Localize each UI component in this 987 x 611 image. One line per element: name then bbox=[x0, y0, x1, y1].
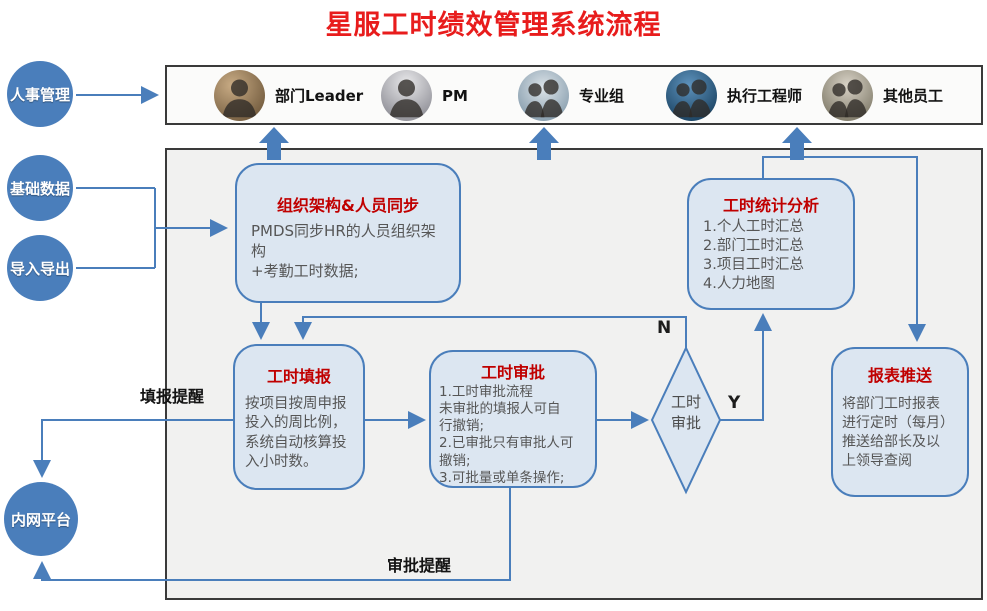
node-body: 按项目按周申报 投入的周比例， 系统自动核算投 入小时数。 bbox=[245, 396, 347, 470]
node-body: PMDS同步HR的人员组织架构 +考勤工时数据; bbox=[251, 222, 436, 280]
role-other-staff: 其他员工 bbox=[822, 70, 943, 121]
connector-lines bbox=[33, 86, 926, 581]
decision-diamond bbox=[650, 345, 722, 495]
person-photo-icon bbox=[214, 70, 265, 121]
node-body: 将部门工时报表 进行定时（每月） 推送给部长及以 上领导查阅 bbox=[842, 396, 954, 469]
fill-reminder-label: 填报提醒 bbox=[140, 387, 205, 406]
node-timesheet-approve: 工时审批 1.工时审批流程 未审批的填报人可自 行撤销; 2.已审批只有审批人可… bbox=[429, 350, 597, 488]
bubble-import-export: 导入导出 bbox=[7, 235, 73, 301]
bubble-base-data: 基础数据 bbox=[7, 155, 73, 221]
approve-reminder-label: 审批提醒 bbox=[387, 556, 452, 575]
arrow-approve-reminder-to-intranet bbox=[33, 488, 511, 581]
role-dept-leader: 部门Leader bbox=[214, 70, 363, 121]
branch-no-label: N bbox=[657, 318, 672, 338]
up-arrow-icon bbox=[782, 127, 812, 160]
role-label: 执行工程师 bbox=[727, 87, 803, 105]
decision-label: 工时 审批 bbox=[670, 393, 701, 432]
node-title: 工时审批 bbox=[480, 363, 545, 382]
node-timesheet-stats: 工时统计分析 1.个人工时汇总 2.部门工时汇总 3.项目工时汇总 4.人力地图 bbox=[687, 178, 855, 310]
role-label: 专业组 bbox=[579, 87, 625, 105]
people-photo-icon bbox=[666, 70, 717, 121]
role-label: 部门Leader bbox=[275, 87, 364, 105]
person-photo-icon bbox=[381, 70, 432, 121]
role-expert-group: 专业组 bbox=[518, 70, 624, 121]
bubble-intranet-platform: 内网平台 bbox=[4, 482, 78, 556]
role-label: 其他员工 bbox=[883, 87, 944, 105]
node-body: 1.工时审批流程 未审批的填报人可自 行撤销; 2.已审批只有审批人可 撤销; … bbox=[439, 384, 574, 486]
node-timesheet-fill: 工时填报 按项目按周申报 投入的周比例， 系统自动核算投 入小时数。 bbox=[233, 344, 365, 490]
arrow-fill-reminder-to-intranet bbox=[33, 419, 233, 478]
node-title: 组织架构&人员同步 bbox=[277, 196, 419, 215]
node-org-sync: 组织架构&人员同步 PMDS同步HR的人员组织架构 +考勤工时数据; bbox=[235, 163, 461, 303]
arrow-yes-to-stats bbox=[718, 313, 772, 421]
up-arrow-icon bbox=[259, 127, 289, 160]
node-title: 工时统计分析 bbox=[722, 196, 819, 215]
arrow-no-to-fill bbox=[294, 316, 687, 349]
bubble-hr-management: 人事管理 bbox=[7, 61, 73, 127]
role-label: PM bbox=[442, 86, 468, 105]
arrow-stats-to-push bbox=[762, 156, 926, 342]
role-pm: PM bbox=[381, 70, 468, 121]
node-title: 报表推送 bbox=[867, 366, 932, 385]
branch-yes-label: Y bbox=[728, 393, 741, 413]
page-title: 星服工时绩效管理系统流程 bbox=[325, 10, 662, 41]
node-body: 1.个人工时汇总 2.部门工时汇总 3.项目工时汇总 4.人力地图 bbox=[703, 219, 804, 292]
node-title: 工时填报 bbox=[266, 367, 331, 386]
people-photo-icon bbox=[518, 70, 569, 121]
roles-bar: 部门Leader PM 专业组 执行工程师 其他员工 bbox=[165, 65, 983, 125]
block-up-arrows bbox=[259, 127, 812, 160]
people-photo-icon bbox=[822, 70, 873, 121]
role-field-engineer: 执行工程师 bbox=[666, 70, 802, 121]
node-report-push: 报表推送 将部门工时报表 进行定时（每月） 推送给部长及以 上领导查阅 bbox=[831, 347, 969, 497]
up-arrow-icon bbox=[529, 127, 559, 160]
